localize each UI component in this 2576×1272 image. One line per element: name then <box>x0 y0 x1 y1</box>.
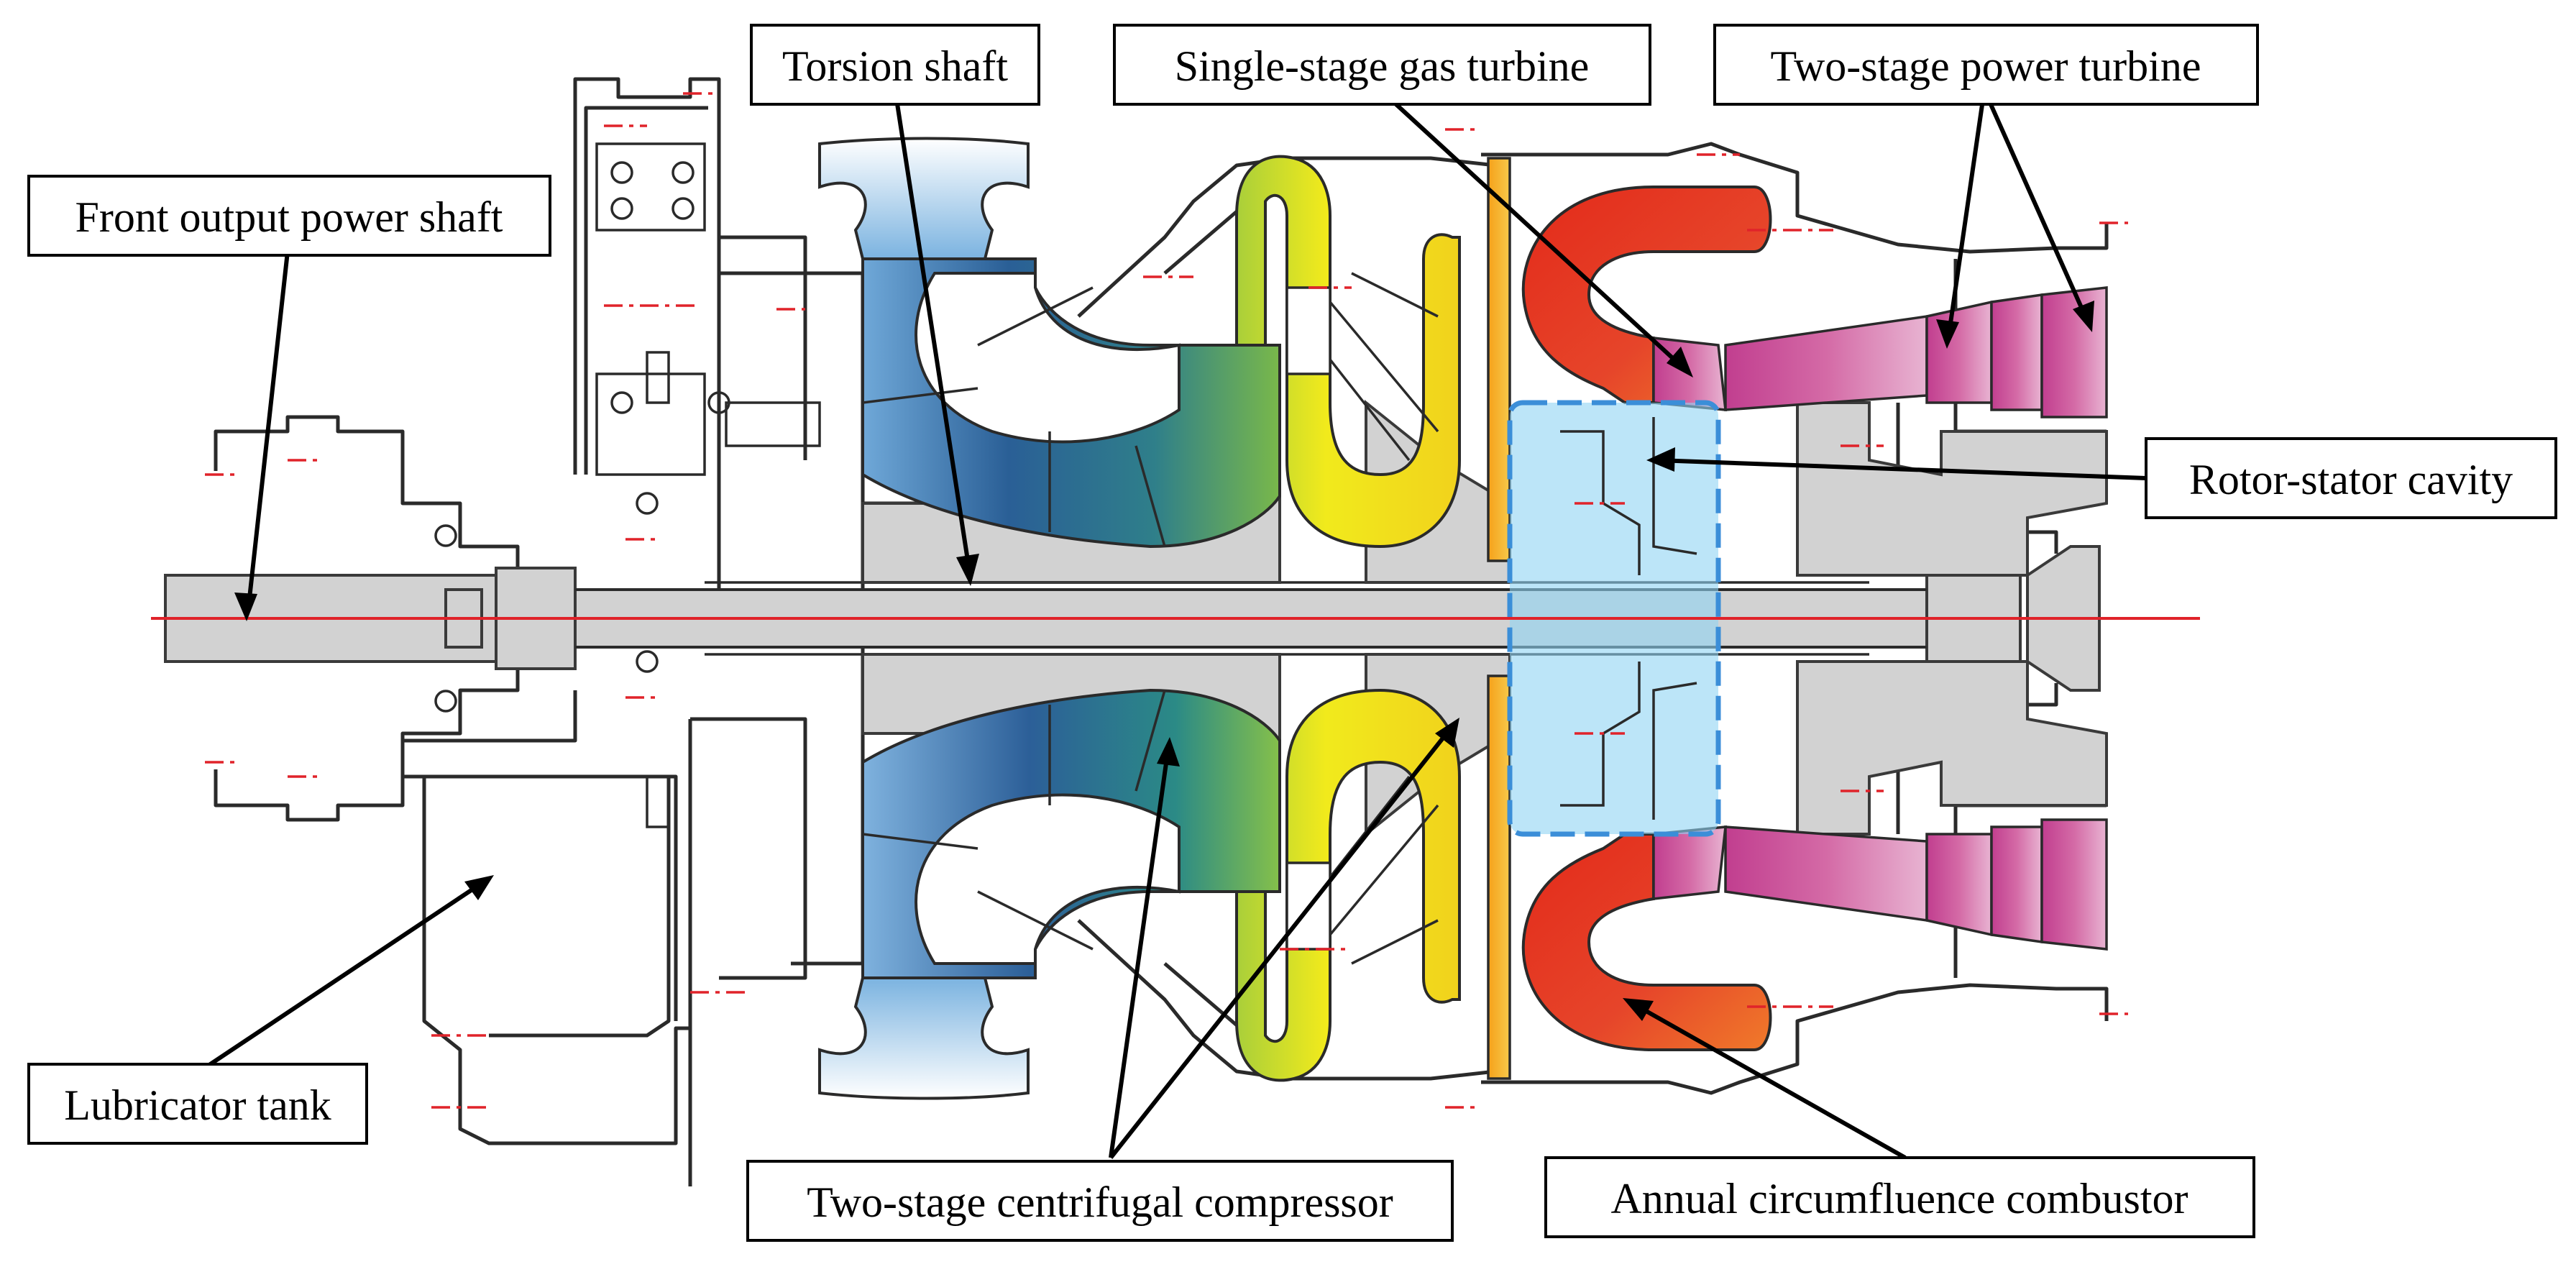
compressor-stage-1-bottom <box>818 688 1281 1100</box>
label-torsion-shaft: Torsion shaft <box>750 24 1040 106</box>
label-two-stage-centrifugal-compressor: Two-stage centrifugal compressor <box>746 1160 1454 1242</box>
compressor-stage-2-bottom <box>1235 674 1511 1082</box>
label-front-output-power-shaft: Front output power shaft <box>27 175 551 257</box>
label-lubricator-tank: Lubricator tank <box>27 1063 368 1145</box>
label-rotor-stator-cavity: Rotor-stator cavity <box>2145 437 2557 519</box>
lubricator-tank-outline <box>410 774 671 1038</box>
annual-circumfluence-combustor-text: Annual circumfluence combustor <box>1610 1175 2188 1222</box>
power-turbine-bottom <box>1724 818 2108 951</box>
front-output-power-shaft-text: Front output power shaft <box>75 193 503 241</box>
lubricator-tank-text: Lubricator tank <box>64 1081 331 1129</box>
combustor-bottom <box>1521 825 1772 1051</box>
two-stage-power-turbine-text: Two-stage power turbine <box>1771 42 2201 90</box>
two-stage-centrifugal-compressor-text: Two-stage centrifugal compressor <box>807 1179 1393 1226</box>
rotor-stator-cavity-text: Rotor-stator cavity <box>2189 456 2513 503</box>
power-turbine-top <box>1724 286 2108 418</box>
label-annual-circumfluence-combustor: Annual circumfluence combustor <box>1544 1156 2255 1238</box>
compressor-stage-2-top <box>1235 155 1511 562</box>
torsion-shaft-text: Torsion shaft <box>782 42 1008 90</box>
gearbox <box>434 142 821 828</box>
label-single-stage-gas-turbine: Single-stage gas turbine <box>1113 24 1651 106</box>
label-two-stage-power-turbine: Two-stage power turbine <box>1713 24 2259 106</box>
compressor-stage-1-top <box>818 137 1281 549</box>
leader-lines <box>193 88 2147 1160</box>
single-stage-gas-turbine-text: Single-stage gas turbine <box>1175 42 1590 90</box>
bolt-centerlines <box>205 92 2128 1109</box>
